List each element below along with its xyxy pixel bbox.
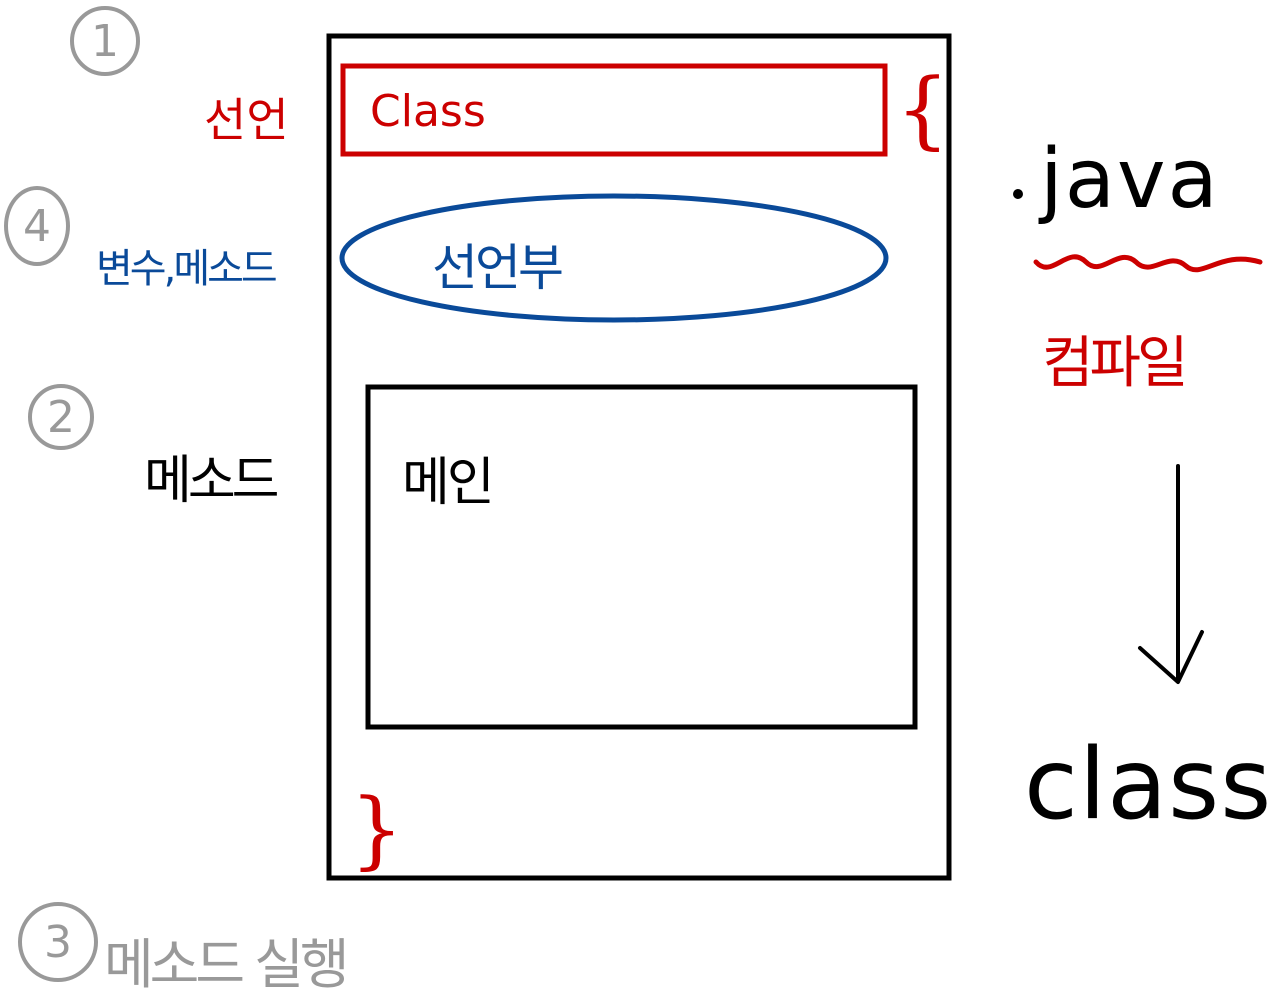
label-method: 메소드 xyxy=(144,451,280,511)
outer-class-box xyxy=(326,33,952,881)
class-close-brace: } xyxy=(350,780,404,878)
declaration-section-label: 선언부 xyxy=(432,239,564,297)
main-method-box xyxy=(365,384,918,730)
compile-label: 컴파일 xyxy=(1042,331,1189,396)
java-dot xyxy=(1013,189,1023,199)
class-keyword-label: Class xyxy=(370,86,486,137)
declaration-section-ellipse xyxy=(339,193,889,323)
number-circle-3: 3 xyxy=(18,902,98,982)
label-method-execution: 메소드 실행 xyxy=(104,933,350,996)
class-open-brace: { xyxy=(896,60,950,158)
class-file-label: class xyxy=(1024,728,1273,842)
main-method-label: 메인 xyxy=(402,453,495,513)
java-extension-label: java xyxy=(1040,132,1220,227)
number-circle-2: 2 xyxy=(28,384,94,450)
label-variables-methods: 변수,메소드 xyxy=(96,246,278,292)
class-declaration-box xyxy=(340,63,888,157)
number-circle-1: 1 xyxy=(70,6,140,76)
compile-arrow-head xyxy=(1138,630,1204,684)
label-declaration: 선언 xyxy=(204,93,289,147)
number-circle-4: 4 xyxy=(4,186,70,266)
java-wavy-underline xyxy=(1033,254,1263,273)
